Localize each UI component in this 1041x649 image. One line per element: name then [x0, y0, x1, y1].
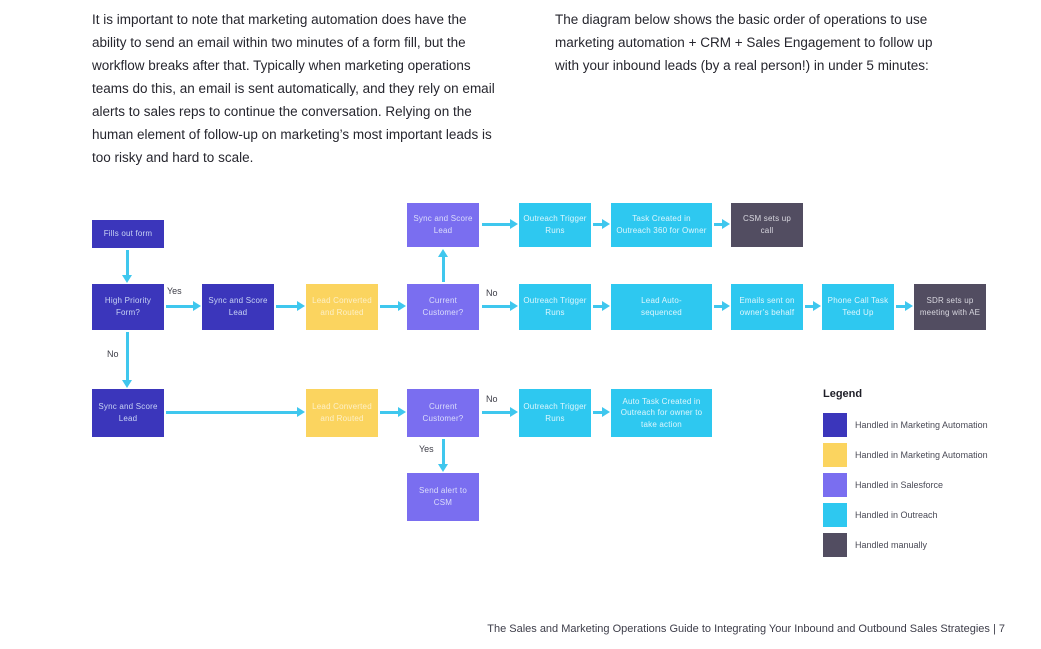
legend-item: Handled in Marketing Automation: [823, 443, 988, 467]
node-lead-auto-sequenced: Lead Auto-sequenced: [611, 284, 712, 330]
intro-right-paragraph: The diagram below shows the basic order …: [555, 12, 933, 73]
legend-item: Handled in Outreach: [823, 503, 988, 527]
flow-arrow-sync-bottom-to-lead-converted: [166, 407, 305, 417]
flow-arrow-phone-call-to-sdr: [896, 301, 913, 311]
legend-label: Handled in Salesforce: [855, 480, 944, 490]
flow-arrow-emails-to-phone-call: [805, 301, 821, 311]
legend-item: Handled in Salesforce: [823, 473, 988, 497]
node-lead-converted-bottom: Lead Converted and Routed: [306, 389, 378, 437]
flow-arrow-sync-top-to-outreach-top: [482, 219, 518, 229]
node-fills-out-form: Fills out form: [92, 220, 164, 248]
edge-label-yes: Yes: [419, 444, 434, 454]
node-sdr-meeting: SDR sets up meeting with AE: [914, 284, 986, 330]
flow-arrow-fills-form-down: [122, 250, 132, 283]
node-current-customer-mid: Current Customer?: [407, 284, 479, 330]
intro-left-paragraph: It is important to note that marketing a…: [92, 12, 495, 165]
legend-label: Handled in Outreach: [855, 510, 938, 520]
node-current-customer-bottom: Current Customer?: [407, 389, 479, 437]
flow-arrow-high-priority-no-down: [122, 332, 132, 388]
node-sync-score-lead-top: Sync and Score Lead: [407, 203, 479, 247]
node-emails-sent: Emails sent on owner’s behalf: [731, 284, 803, 330]
node-outreach-trigger-top: Outreach Trigger Runs: [519, 203, 591, 247]
edge-label-no: No: [486, 288, 498, 298]
legend: Legend Handled in Marketing Automation H…: [823, 388, 988, 563]
node-lead-converted-mid: Lead Converted and Routed: [306, 284, 378, 330]
node-outreach-trigger-bottom: Outreach Trigger Runs: [519, 389, 591, 437]
legend-swatch-marketing-automation-blue: [823, 413, 847, 437]
node-send-alert-csm: Send alert to CSM: [407, 473, 479, 521]
flow-arrow-sync-to-lead-converted-mid: [276, 301, 305, 311]
node-sync-score-lead-bottom: Sync and Score Lead: [92, 389, 164, 437]
node-outreach-trigger-mid: Outreach Trigger Runs: [519, 284, 591, 330]
legend-swatch-manual: [823, 533, 847, 557]
flow-arrow-outreach-top-to-task-created: [593, 219, 610, 229]
flow-arrow-lead-converted-to-current-mid: [380, 301, 406, 311]
node-sync-score-lead-mid: Sync and Score Lead: [202, 284, 274, 330]
footer-text: The Sales and Marketing Operations Guide…: [487, 623, 1005, 635]
flow-arrow-high-priority-to-sync: [166, 301, 201, 311]
flow-arrow-outreach-to-auto-sequenced: [593, 301, 610, 311]
flow-arrow-current-bottom-yes-down: [438, 439, 448, 472]
legend-title: Legend: [823, 388, 863, 400]
legend-item: Handled manually: [823, 533, 988, 557]
flow-arrow-current-mid-up: [438, 249, 448, 282]
node-phone-call-task: Phone Call Task Teed Up: [822, 284, 894, 330]
flow-arrow-auto-sequenced-to-emails: [714, 301, 730, 311]
legend-swatch-salesforce: [823, 473, 847, 497]
edge-label-no: No: [107, 349, 119, 359]
legend-swatch-marketing-automation-yellow: [823, 443, 847, 467]
edge-label-yes: Yes: [167, 286, 182, 296]
flow-arrow-current-bottom-to-outreach: [482, 407, 518, 417]
legend-label: Handled manually: [855, 540, 928, 550]
node-auto-task-created: Auto Task Created in Outreach for owner …: [611, 389, 712, 437]
legend-item: Handled in Marketing Automation: [823, 413, 988, 437]
flow-arrow-lead-converted-to-current-bottom: [380, 407, 406, 417]
legend-label: Handled in Marketing Automation: [855, 450, 988, 460]
node-csm-sets-up-call: CSM sets up call: [731, 203, 803, 247]
legend-label: Handled in Marketing Automation: [855, 420, 988, 430]
edge-label-no: No: [486, 394, 498, 404]
flow-arrow-current-to-outreach-mid: [482, 301, 518, 311]
node-high-priority-form: High Priority Form?: [92, 284, 164, 330]
flow-arrow-outreach-bottom-to-auto-task: [593, 407, 610, 417]
legend-swatch-outreach: [823, 503, 847, 527]
flow-arrow-task-created-to-csm: [714, 219, 730, 229]
page-footer: The Sales and Marketing Operations Guide…: [0, 623, 1005, 635]
node-task-created-outreach-360: Task Created in Outreach 360 for Owner: [611, 203, 712, 247]
